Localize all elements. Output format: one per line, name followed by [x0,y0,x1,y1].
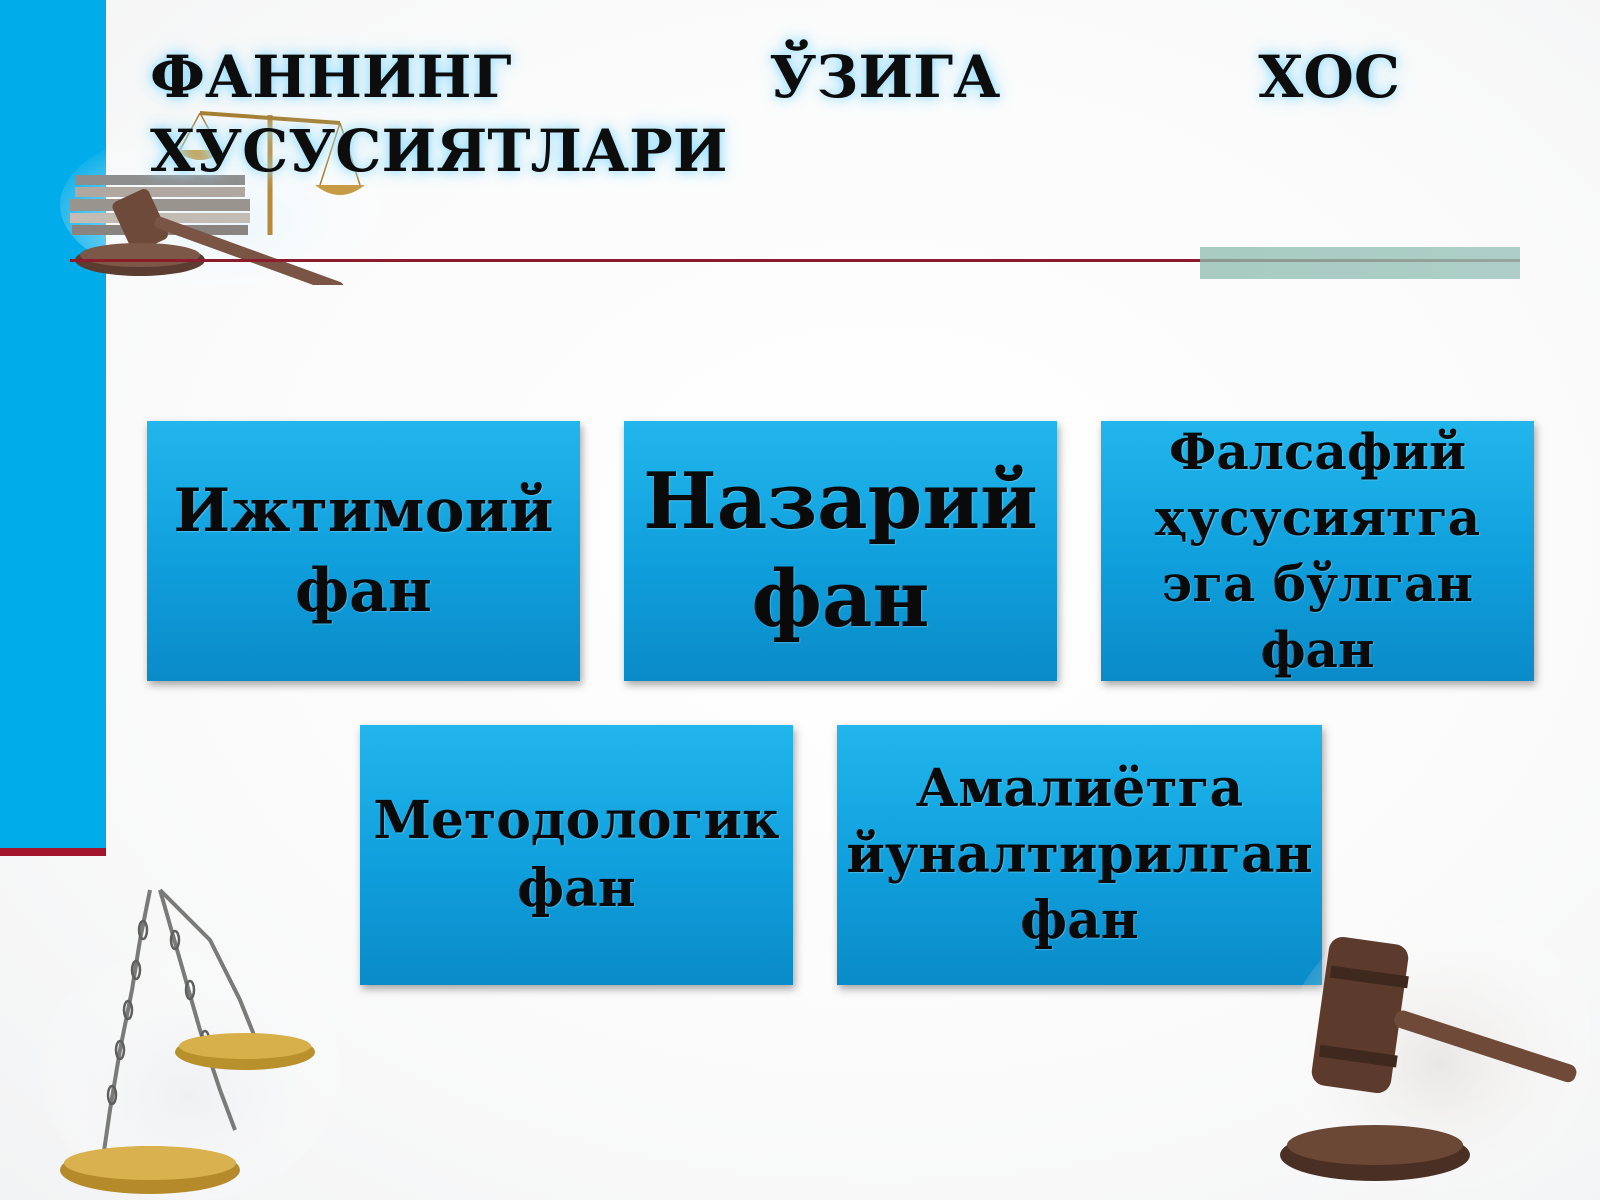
card-label: Методологик фан [373,790,780,919]
card-label: Ижтимоий фан [173,476,554,626]
title-divider-accent [1200,247,1520,279]
card-label: Амалиётга йуналтирилган фан [846,758,1313,951]
scales-of-justice-icon [40,888,340,1200]
left-accent-bar [0,0,106,848]
card-methodological-science: Методологик фан [360,725,793,985]
card-theoretical-science: Назарий фан [624,421,1057,681]
card-philosophical-science: Фалсафий ҳусусиятга эга бўлган фан [1101,421,1534,681]
card-label: Фалсафий ҳусусиятга эга бўлган фан [1154,422,1481,679]
card-practice-oriented-science: Амалиётга йуналтирилган фан [837,725,1322,985]
card-social-science: Ижтимоий фан [147,421,580,681]
slide-title: ФАННИНГ ЎЗИГА ХОС ХУСУСИЯТЛАРИ [150,43,1400,185]
title-divider-line [70,259,1520,262]
gavel-icon [1280,910,1590,1190]
card-label: Назарий фан [643,456,1038,645]
left-accent-underline [0,848,106,856]
